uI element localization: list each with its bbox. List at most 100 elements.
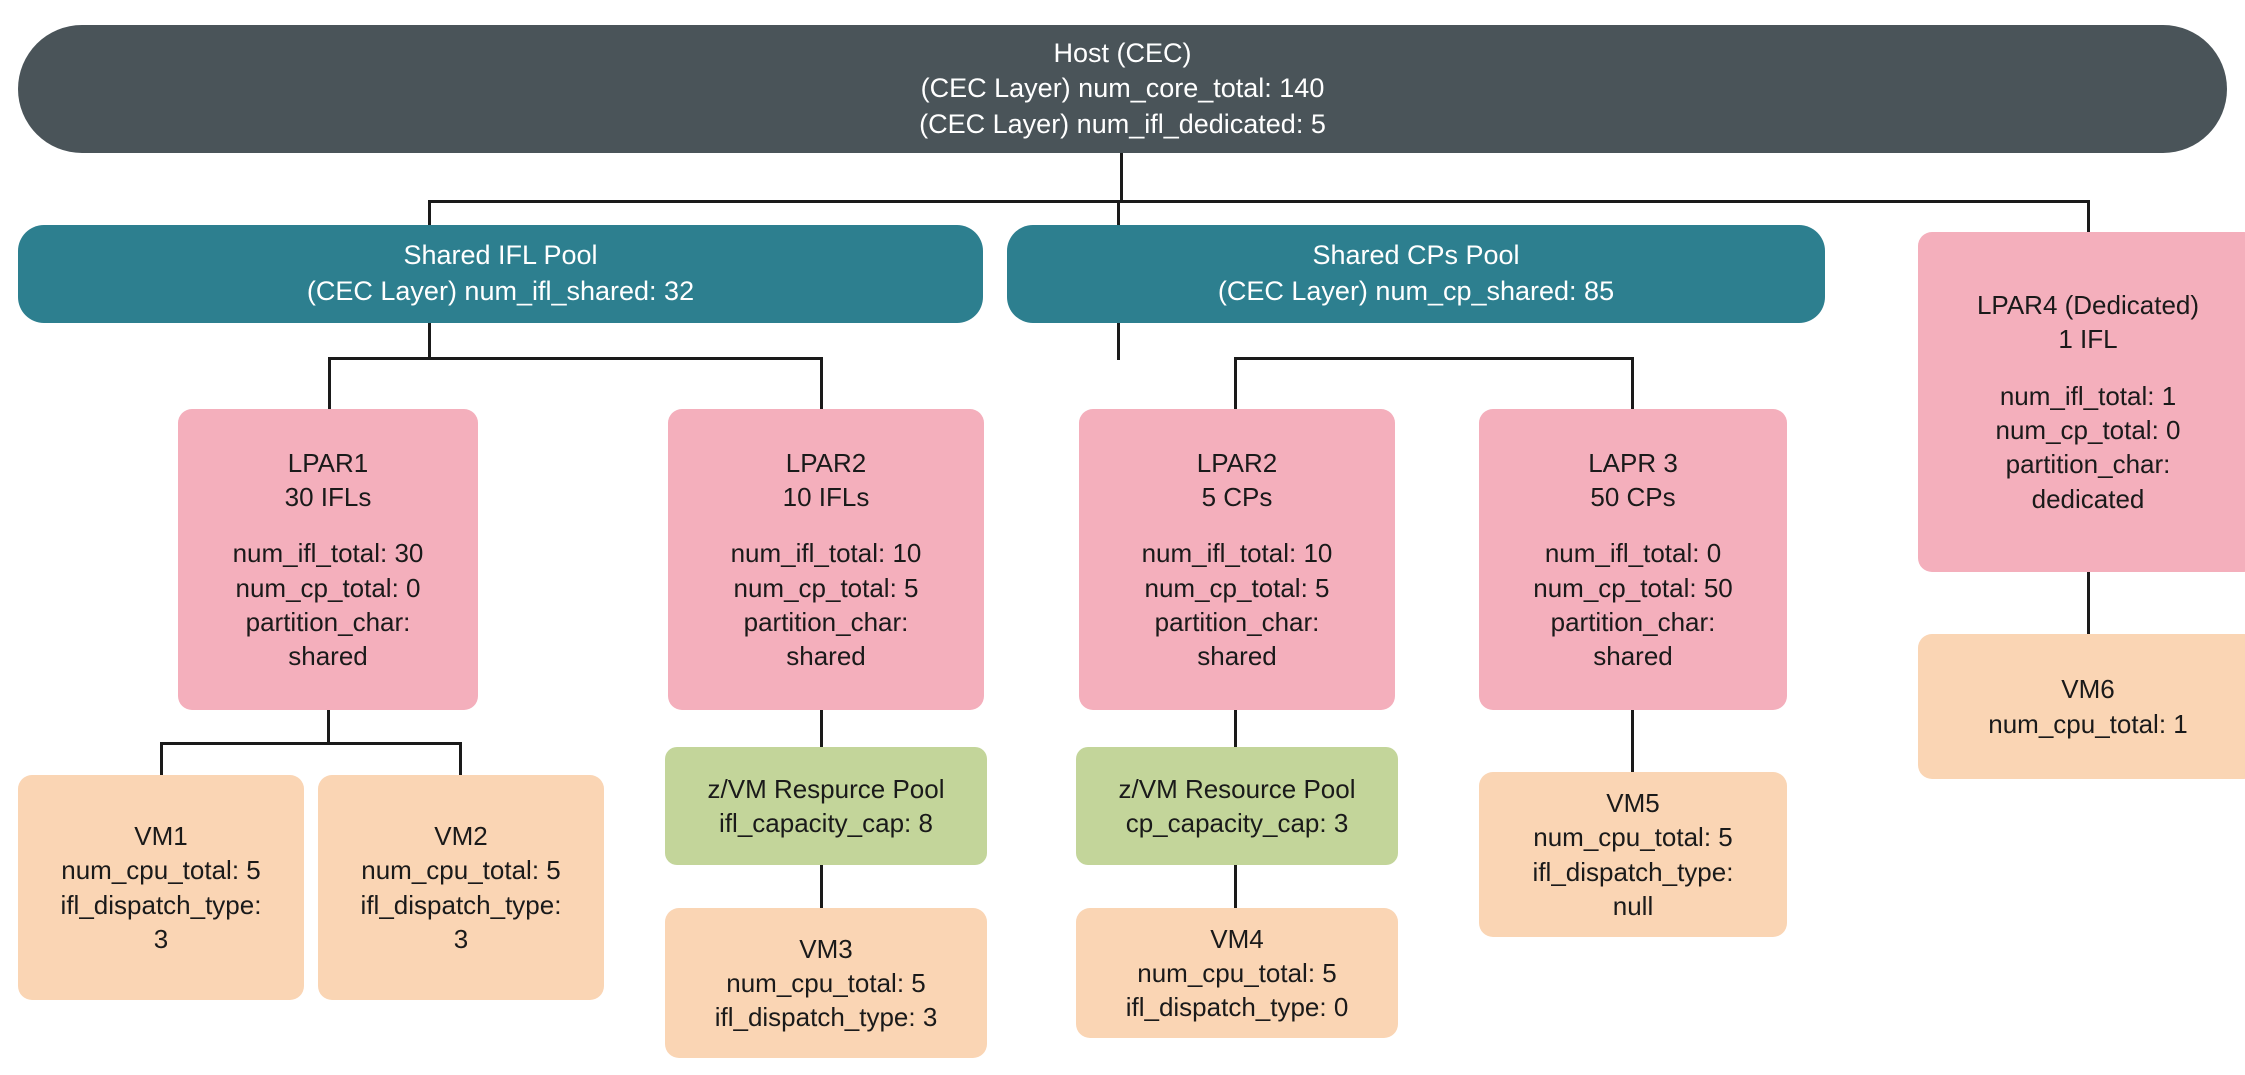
zvm-pool-ifl-title: z/VM Respurce Pool bbox=[707, 773, 945, 804]
vm2-title: VM2 bbox=[434, 820, 488, 851]
edge-bus-to-cp-pool bbox=[1117, 200, 1120, 248]
vm2-attr-1: ifl_dispatch_type: bbox=[360, 889, 562, 920]
vm6-title: VM6 bbox=[2061, 674, 2115, 705]
vm4-attr-0: num_cpu_total: 5 bbox=[1137, 957, 1337, 988]
lpar4-subtitle: 1 IFL bbox=[2058, 324, 2118, 355]
edge-cppool-to-lpar2cp bbox=[1234, 357, 1237, 409]
node-zvm-pool-ifl[interactable]: z/VM Respurce Pool ifl_capacity_cap: 8 bbox=[665, 747, 987, 865]
lpar2-cp-subtitle: 5 CPs bbox=[1201, 481, 1273, 512]
edge-iflpool-to-lpar1 bbox=[328, 357, 331, 409]
vm2-attr-0: num_cpu_total: 5 bbox=[361, 855, 561, 886]
node-vm4[interactable]: VM4 num_cpu_total: 5 ifl_dispatch_type: … bbox=[1076, 908, 1398, 1038]
host-metric-ifl-dedicated: (CEC Layer) num_ifl_dedicated: 5 bbox=[919, 108, 1326, 139]
vm5-attr-2: null bbox=[1612, 890, 1654, 921]
node-vm2[interactable]: VM2 num_cpu_total: 5 ifl_dispatch_type: … bbox=[318, 775, 604, 1000]
vm6-attr-0: num_cpu_total: 1 bbox=[1988, 708, 2188, 739]
edge-lpar1-to-vm1 bbox=[160, 742, 163, 775]
lpar4-attr-3: dedicated bbox=[2031, 483, 2145, 514]
edge-bus-to-lpar4 bbox=[2087, 200, 2090, 248]
lpar1-attr-1: num_cp_total: 0 bbox=[235, 572, 421, 603]
lpar2-ifl-title: LPAR2 bbox=[785, 447, 867, 478]
edge-lpar4-to-vm6 bbox=[2087, 572, 2090, 635]
vm4-attr-1: ifl_dispatch_type: 0 bbox=[1125, 992, 1349, 1023]
node-lpar2-ifl[interactable]: LPAR2 10 IFLs num_ifl_total: 10 num_cp_t… bbox=[668, 409, 984, 710]
shared-ifl-pool-metric: (CEC Layer) num_ifl_shared: 32 bbox=[306, 276, 695, 306]
edge-host-bus bbox=[428, 200, 2090, 203]
host-title: Host (CEC) bbox=[1053, 37, 1192, 68]
edge-cppool-bus bbox=[1234, 357, 1634, 360]
vm3-title: VM3 bbox=[799, 933, 853, 964]
lpar2-cp-title: LPAR2 bbox=[1196, 447, 1278, 478]
shared-ifl-pool-title: Shared IFL Pool bbox=[403, 240, 598, 271]
edge-lpar1-bus bbox=[160, 742, 462, 745]
node-lpar1[interactable]: LPAR1 30 IFLs num_ifl_total: 30 num_cp_t… bbox=[178, 409, 478, 710]
node-lapr3[interactable]: LAPR 3 50 CPs num_ifl_total: 0 num_cp_to… bbox=[1479, 409, 1787, 710]
lapr3-attr-1: num_cp_total: 50 bbox=[1533, 572, 1733, 603]
vm5-attr-1: ifl_dispatch_type: bbox=[1532, 856, 1734, 887]
lpar2-ifl-attr-2: partition_char: bbox=[743, 606, 909, 637]
edge-lpar2ifl-to-zvmpool bbox=[820, 709, 823, 748]
lapr3-attr-3: shared bbox=[1593, 641, 1673, 672]
edge-iflpool-to-lpar2ifl bbox=[820, 357, 823, 409]
lpar1-subtitle: 30 IFLs bbox=[284, 481, 372, 512]
node-host-cec[interactable]: Host (CEC) (CEC Layer) num_core_total: 1… bbox=[18, 25, 2227, 153]
lapr3-attr-0: num_ifl_total: 0 bbox=[1544, 538, 1722, 569]
lpar1-title: LPAR1 bbox=[287, 447, 369, 478]
vm2-attr-2: 3 bbox=[453, 923, 469, 954]
lpar4-attr-0: num_ifl_total: 1 bbox=[1999, 380, 2177, 411]
lpar2-ifl-subtitle: 10 IFLs bbox=[782, 481, 870, 512]
lpar1-attr-2: partition_char: bbox=[245, 606, 411, 637]
lapr3-subtitle: 50 CPs bbox=[1590, 481, 1676, 512]
lpar2-cp-attr-2: partition_char: bbox=[1154, 606, 1320, 637]
node-vm1[interactable]: VM1 num_cpu_total: 5 ifl_dispatch_type: … bbox=[18, 775, 304, 1000]
shared-cps-pool-title: Shared CPs Pool bbox=[1312, 240, 1520, 271]
node-vm3[interactable]: VM3 num_cpu_total: 5 ifl_dispatch_type: … bbox=[665, 908, 987, 1058]
lpar2-ifl-attr-3: shared bbox=[786, 641, 866, 672]
edge-bus-to-ifl-pool bbox=[428, 200, 431, 248]
lpar1-attr-0: num_ifl_total: 30 bbox=[232, 538, 424, 569]
edge-cppool-to-lapr3 bbox=[1631, 357, 1634, 409]
lpar2-ifl-attr-1: num_cp_total: 5 bbox=[733, 572, 919, 603]
vm1-title: VM1 bbox=[134, 820, 188, 851]
lpar4-title: LPAR4 (Dedicated) bbox=[1976, 290, 2200, 321]
edge-host-down bbox=[1120, 152, 1123, 202]
host-metric-core-total: (CEC Layer) num_core_total: 140 bbox=[920, 73, 1325, 104]
node-lpar2-cp[interactable]: LPAR2 5 CPs num_ifl_total: 10 num_cp_tot… bbox=[1079, 409, 1395, 710]
lpar2-ifl-attr-0: num_ifl_total: 10 bbox=[730, 538, 922, 569]
vm4-title: VM4 bbox=[1210, 923, 1264, 954]
vm5-title: VM5 bbox=[1606, 787, 1660, 818]
shared-cps-pool-metric: (CEC Layer) num_cp_shared: 85 bbox=[1217, 276, 1615, 306]
edge-lpar1-down bbox=[327, 709, 330, 744]
node-shared-ifl-pool[interactable]: Shared IFL Pool (CEC Layer) num_ifl_shar… bbox=[18, 225, 983, 323]
edge-cppool-down bbox=[1117, 323, 1120, 360]
zvm-pool-cp-title: z/VM Resource Pool bbox=[1118, 773, 1356, 804]
vm3-attr-1: ifl_dispatch_type: 3 bbox=[714, 1002, 938, 1033]
vm1-attr-0: num_cpu_total: 5 bbox=[61, 855, 261, 886]
lpar2-cp-attr-1: num_cp_total: 5 bbox=[1144, 572, 1330, 603]
vm1-attr-1: ifl_dispatch_type: bbox=[60, 889, 262, 920]
node-lpar4[interactable]: LPAR4 (Dedicated) 1 IFL num_ifl_total: 1… bbox=[1918, 232, 2245, 572]
zvm-pool-ifl-metric: ifl_capacity_cap: 8 bbox=[719, 808, 933, 838]
node-vm5[interactable]: VM5 num_cpu_total: 5 ifl_dispatch_type: … bbox=[1479, 772, 1787, 937]
edge-iflpool-down bbox=[428, 323, 431, 360]
node-shared-cps-pool[interactable]: Shared CPs Pool (CEC Layer) num_cp_share… bbox=[1007, 225, 1825, 323]
lpar4-attr-1: num_cp_total: 0 bbox=[1995, 415, 2181, 446]
vm1-attr-2: 3 bbox=[153, 923, 169, 954]
edge-lpar2cp-to-zvmpool bbox=[1234, 709, 1237, 748]
edge-lapr3-to-vm5 bbox=[1631, 709, 1634, 772]
vm3-attr-0: num_cpu_total: 5 bbox=[726, 967, 926, 998]
edge-iflpool-bus bbox=[328, 357, 823, 360]
lapr3-attr-2: partition_char: bbox=[1550, 606, 1716, 637]
lpar4-attr-2: partition_char: bbox=[2005, 449, 2171, 480]
vm5-attr-0: num_cpu_total: 5 bbox=[1533, 822, 1733, 853]
lpar2-cp-attr-3: shared bbox=[1197, 641, 1277, 672]
lapr3-title: LAPR 3 bbox=[1588, 447, 1678, 478]
edge-zvmpoolcp-to-vm4 bbox=[1234, 865, 1237, 908]
lpar1-attr-3: shared bbox=[288, 641, 368, 672]
edge-lpar1-to-vm2 bbox=[459, 742, 462, 775]
node-vm6[interactable]: VM6 num_cpu_total: 1 bbox=[1918, 634, 2245, 779]
node-zvm-pool-cp[interactable]: z/VM Resource Pool cp_capacity_cap: 3 bbox=[1076, 747, 1398, 865]
edge-zvmpoolifl-to-vm3 bbox=[820, 865, 823, 908]
lpar2-cp-attr-0: num_ifl_total: 10 bbox=[1141, 538, 1333, 569]
